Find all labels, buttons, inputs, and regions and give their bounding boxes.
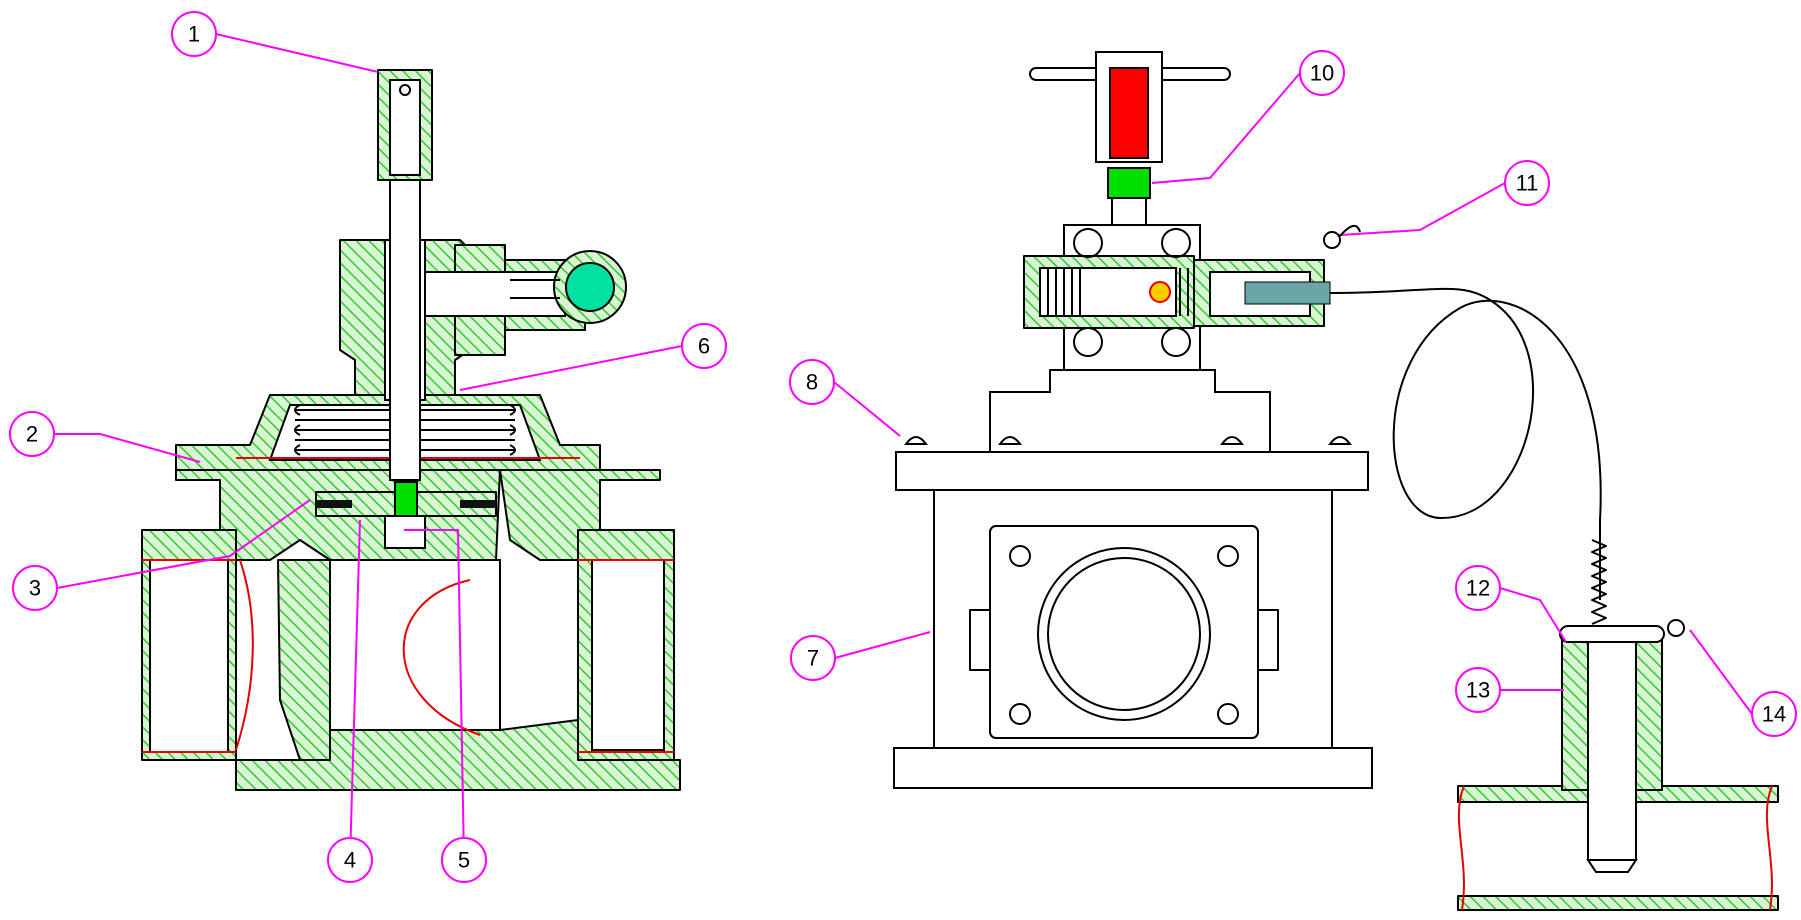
callout-14: 14	[1751, 691, 1797, 737]
callout-6: 6	[681, 323, 727, 369]
valve-front-view	[893, 51, 1602, 789]
port-opening	[1037, 547, 1211, 721]
svg-text:4: 4	[344, 848, 356, 873]
svg-text:11: 11	[1516, 171, 1539, 196]
cover-plate	[895, 451, 1369, 491]
callout-7: 7	[790, 635, 836, 681]
sensor-pipe-view	[1457, 539, 1779, 911]
callout-2: 2	[9, 411, 55, 457]
reset-actuator	[424, 244, 627, 356]
callout-5: 5	[441, 837, 487, 883]
red-indicator	[1109, 67, 1149, 159]
svg-text:5: 5	[458, 848, 470, 873]
valve-section-view	[141, 69, 681, 791]
callout-3: 3	[12, 565, 58, 611]
sensor-coil	[1591, 539, 1607, 625]
callout-1: 1	[171, 11, 217, 57]
disc-nut	[384, 515, 426, 549]
capillary-tube	[1329, 287, 1602, 600]
svg-text:6: 6	[698, 334, 710, 359]
svg-text:1: 1	[188, 22, 200, 47]
callout-8: 8	[789, 359, 835, 405]
valve-stem	[389, 179, 421, 481]
svg-text:10: 10	[1310, 61, 1334, 86]
sensor-well	[1587, 629, 1637, 861]
callout-4: 4	[327, 837, 373, 883]
svg-text:2: 2	[26, 422, 38, 447]
flow-passage	[329, 559, 501, 731]
callout-leaders	[54, 33, 1753, 861]
callout-11: 11	[1504, 160, 1550, 206]
callout-13: 13	[1455, 667, 1501, 713]
svg-text:3: 3	[29, 576, 41, 601]
svg-text:12: 12	[1466, 576, 1490, 601]
callout-12: 12	[1455, 565, 1501, 611]
green-indicator	[1107, 167, 1151, 199]
callout-10: 10	[1299, 50, 1345, 96]
svg-text:8: 8	[806, 370, 818, 395]
svg-text:13: 13	[1466, 678, 1490, 703]
latch-mechanism	[1023, 224, 1331, 371]
pipe-wall-bottom	[1457, 895, 1779, 911]
svg-text:14: 14	[1762, 702, 1786, 727]
sensor-cap	[1559, 625, 1665, 643]
svg-text:7: 7	[807, 646, 819, 671]
